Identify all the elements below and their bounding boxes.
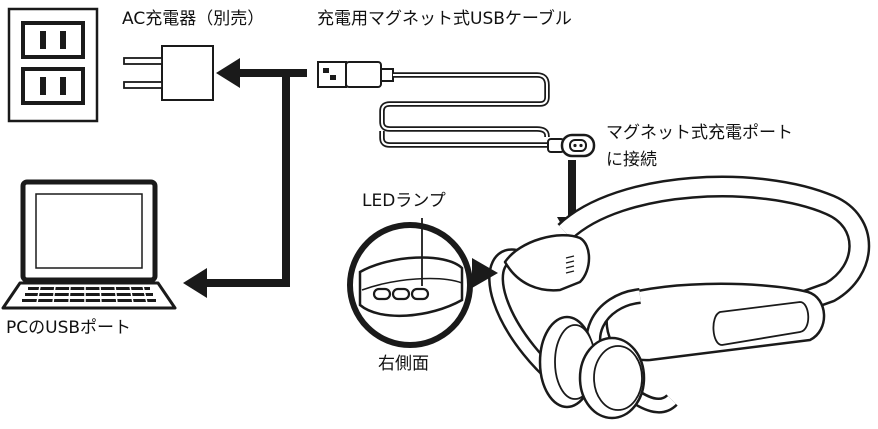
routing-arrows <box>199 69 307 287</box>
usb-cable-label: 充電用マグネット式USBケーブル <box>317 9 572 29</box>
wall-outlet <box>7 7 99 123</box>
magnetic-connector-icon <box>547 133 596 158</box>
arrow-to-charger <box>216 58 240 88</box>
usb-plug-icon <box>317 61 394 88</box>
arrow-zoom <box>472 258 498 288</box>
right-side-zoom <box>347 218 473 348</box>
usb-cable <box>379 72 550 148</box>
ac-charger-label: AC充電器（別売） <box>122 9 265 29</box>
ac-charger-icon <box>123 45 214 101</box>
led-lamp-label: LEDランプ <box>362 191 446 211</box>
magnet-port-label-line1: マグネット式充電ポート <box>606 123 793 143</box>
laptop-icon <box>1 179 177 310</box>
right-side-label: 右側面 <box>378 354 429 374</box>
pc-usb-port-label: PCのUSBポート <box>6 318 132 338</box>
magnet-port-label-line2: に接続 <box>606 150 657 170</box>
arrow-to-laptop <box>183 268 207 298</box>
headphones-illustration <box>488 175 871 420</box>
